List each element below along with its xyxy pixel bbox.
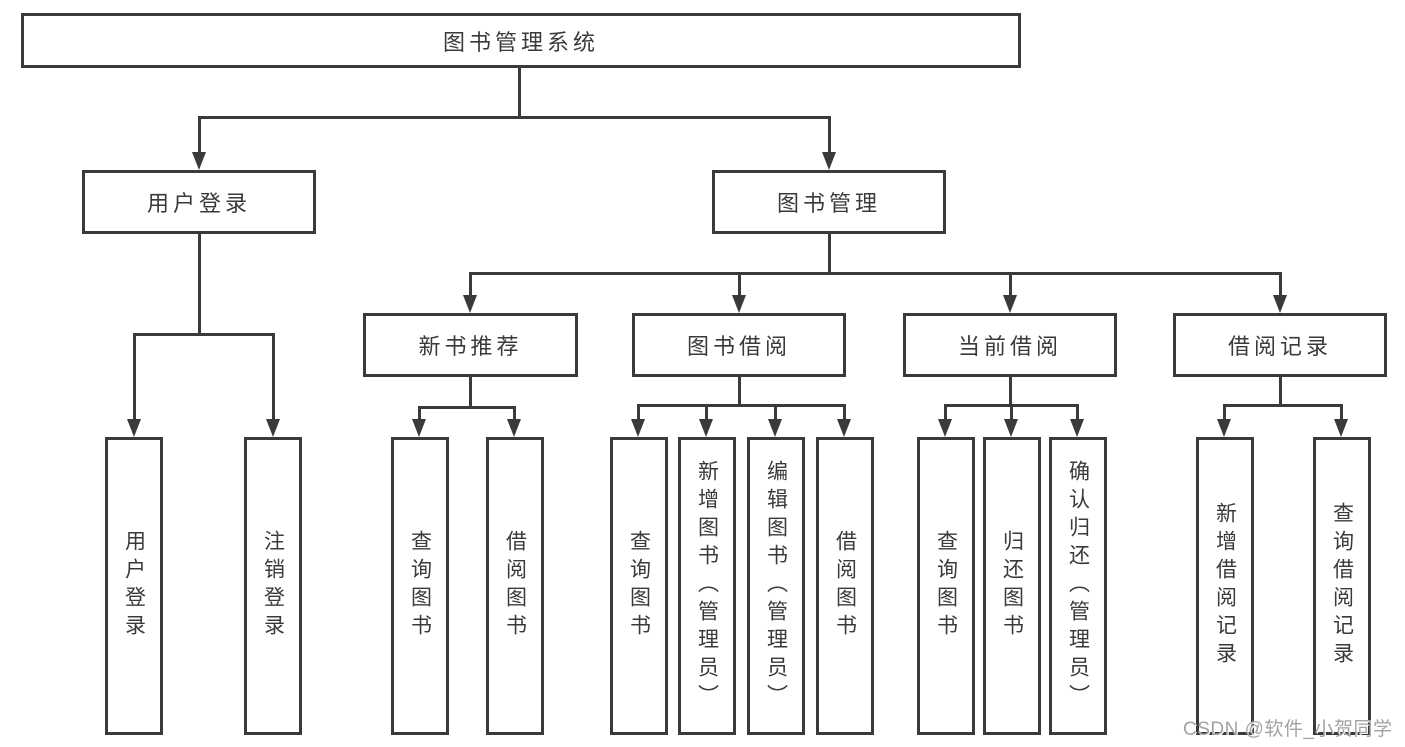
leaf-edit-book-admin: 编辑图书（管理员） xyxy=(747,437,805,735)
arrowhead-down-icon xyxy=(1004,419,1018,437)
connector-level1-rail xyxy=(198,116,831,119)
connector-user-login-stem xyxy=(198,234,201,335)
arrowhead-down-icon xyxy=(1273,295,1287,313)
connector-stub xyxy=(1010,404,1013,419)
csdn-watermark: CSDN @软件_小贺同学 xyxy=(1183,719,1393,740)
arrowhead-down-icon xyxy=(732,295,746,313)
leaf-confirm-return-admin: 确认归还（管理员） xyxy=(1049,437,1107,735)
leaf-label: 查询图书 xyxy=(408,530,432,642)
leaf-label: 编辑图书（管理员） xyxy=(764,460,788,712)
connector-stub xyxy=(1223,404,1226,419)
arrowhead-down-icon xyxy=(1334,419,1348,437)
leaf-label: 新增图书（管理员） xyxy=(695,460,719,712)
connector-stub xyxy=(1009,272,1012,295)
leaf-borrow-books-new: 借阅图书 xyxy=(486,437,544,735)
leaf-query-books-current: 查询图书 xyxy=(917,437,975,735)
connector-stub xyxy=(1076,404,1079,419)
leaf-return-books: 归还图书 xyxy=(983,437,1041,735)
leaf-query-books-new: 查询图书 xyxy=(391,437,449,735)
leaf-label: 确认归还（管理员） xyxy=(1066,460,1090,712)
connector-stub xyxy=(513,406,516,419)
connector-new-books-stem xyxy=(469,377,472,408)
connector-stub xyxy=(944,404,947,419)
leaf-label: 用户登录 xyxy=(122,530,146,642)
node-new-book-recommendation: 新书推荐 xyxy=(363,313,578,377)
leaf-label: 查询图书 xyxy=(934,530,958,642)
connector-level2-rail xyxy=(469,272,1282,275)
connector-stub xyxy=(133,333,136,419)
connector-borrow-records-stem xyxy=(1279,377,1282,407)
leaf-add-borrow-record: 新增借阅记录 xyxy=(1196,437,1254,735)
leaf-query-books-borrow: 查询图书 xyxy=(610,437,668,735)
arrowhead-down-icon xyxy=(837,419,851,437)
connector-stub xyxy=(1279,272,1282,295)
leaf-label: 查询借阅记录 xyxy=(1330,502,1354,670)
arrowhead-down-icon xyxy=(412,419,426,437)
leaf-query-borrow-record: 查询借阅记录 xyxy=(1313,437,1371,735)
connector-stub xyxy=(774,404,777,419)
arrowhead-down-icon xyxy=(631,419,645,437)
connector-stub xyxy=(738,272,741,295)
connector-stub xyxy=(1340,404,1343,419)
leaf-label: 借阅图书 xyxy=(503,530,527,642)
connector-stub xyxy=(828,116,831,152)
connector-stub xyxy=(469,272,472,295)
arrowhead-down-icon xyxy=(699,419,713,437)
arrowhead-down-icon xyxy=(768,419,782,437)
node-library-management-system: 图书管理系统 xyxy=(21,13,1021,68)
leaf-add-book-admin: 新增图书（管理员） xyxy=(678,437,736,735)
leaf-logout: 注销登录 xyxy=(244,437,302,735)
arrowhead-down-icon xyxy=(1070,419,1084,437)
arrowhead-down-icon xyxy=(1003,295,1017,313)
connector-user-login-rail xyxy=(133,333,275,336)
arrowhead-down-icon xyxy=(938,419,952,437)
node-borrowing-records: 借阅记录 xyxy=(1173,313,1387,377)
connector-stub xyxy=(418,406,421,419)
connector-current-borrow-stem xyxy=(1009,377,1012,407)
connector-stub xyxy=(198,116,201,152)
leaf-user-login: 用户登录 xyxy=(105,437,163,735)
leaf-label: 查询图书 xyxy=(627,530,651,642)
leaf-label: 归还图书 xyxy=(1000,530,1024,642)
connector-stub xyxy=(843,404,846,419)
connector-root-stem xyxy=(518,68,521,119)
arrowhead-down-icon xyxy=(266,419,280,437)
arrowhead-down-icon xyxy=(1217,419,1231,437)
arrowhead-down-icon xyxy=(192,152,206,170)
node-book-borrowing: 图书借阅 xyxy=(632,313,846,377)
connector-borrow-records-rail xyxy=(1223,404,1343,407)
connector-book-mgmt-stem xyxy=(828,234,831,275)
arrowhead-down-icon xyxy=(507,419,521,437)
connector-stub xyxy=(272,333,275,419)
leaf-label: 借阅图书 xyxy=(833,530,857,642)
node-book-management: 图书管理 xyxy=(712,170,946,234)
node-current-borrowing: 当前借阅 xyxy=(903,313,1117,377)
leaf-label: 注销登录 xyxy=(261,530,285,642)
connector-book-borrow-rail xyxy=(637,404,846,407)
connector-book-borrow-stem xyxy=(738,377,741,407)
connector-stub xyxy=(705,404,708,419)
node-user-login: 用户登录 xyxy=(82,170,316,234)
leaf-label: 新增借阅记录 xyxy=(1213,502,1237,670)
arrowhead-down-icon xyxy=(822,152,836,170)
arrowhead-down-icon xyxy=(127,419,141,437)
connector-stub xyxy=(637,404,640,419)
arrowhead-down-icon xyxy=(463,295,477,313)
connector-new-books-rail xyxy=(418,406,516,409)
leaf-borrow-books: 借阅图书 xyxy=(816,437,874,735)
